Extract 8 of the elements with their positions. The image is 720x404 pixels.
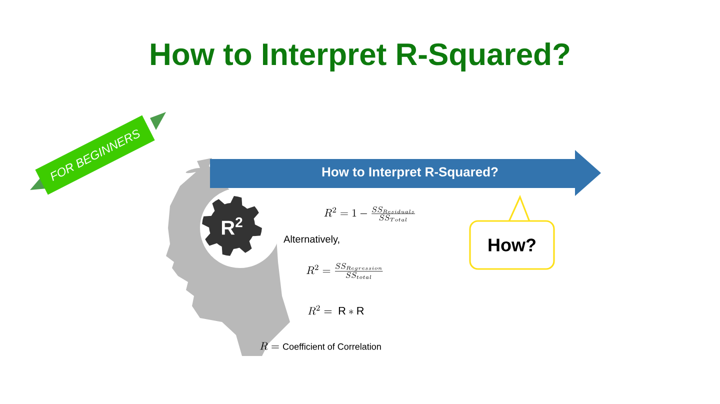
- title: How to Interpret R-Squared?: [151, 42, 570, 72]
- formula: $R^{2} = \frac{SS_{Regression}}{SS_{total}}$: [306, 263, 383, 279]
- text-label: Alternatively,: [284, 235, 340, 245]
- formula: $R^{2} = \ \mathrm{R} * \mathrm{R}$: [308, 305, 364, 315]
- formula: $R = \textrm{\small Coefficient of Correlation}$: [260, 342, 381, 350]
- speech-bubble: How?: [469, 194, 555, 270]
- formula: $R^{2} = 1 - \frac{SS_{Residuals}}{SS_{Total}}$: [324, 206, 415, 222]
- arrow-band: How to Interpret R-Squared?: [210, 150, 601, 196]
